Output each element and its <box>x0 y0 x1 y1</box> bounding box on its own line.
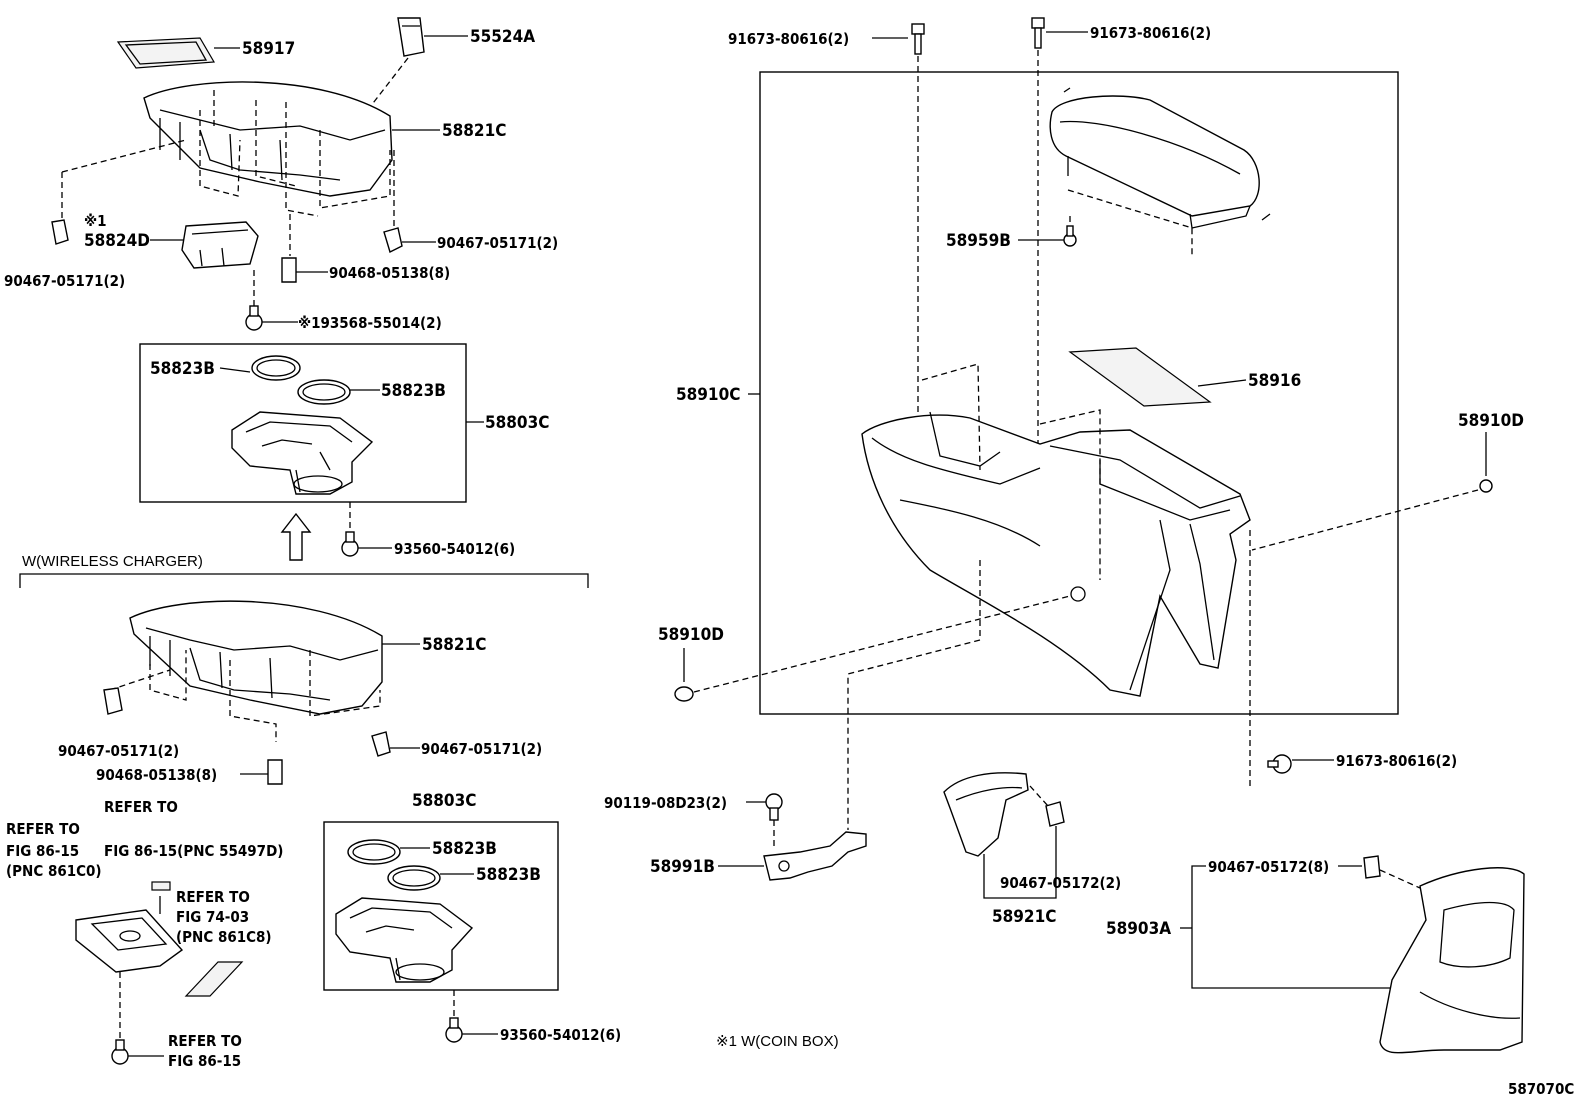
label-58903A: 58903A <box>1106 919 1171 939</box>
frame-58803C-top <box>139 343 467 503</box>
part-cup-holder-assembly-bottom[interactable] <box>335 897 474 983</box>
label-58823B-d: 58823B <box>476 865 541 885</box>
part-58823B-ring-a[interactable] <box>251 355 301 381</box>
label-90467-05171-br: 90467-05171(2) <box>421 740 542 758</box>
part-90119-08D23-screw[interactable] <box>765 793 783 821</box>
refer-b-line2: FIG 86-15(PNC 55497D) <box>104 842 283 860</box>
label-90468-05138-top: 90468-05138(8) <box>329 264 450 282</box>
label-58821C-top: 58821C <box>442 121 506 141</box>
part-58991B-bracket[interactable] <box>763 831 867 881</box>
part-58959B-screw[interactable] <box>1063 225 1077 247</box>
part-58823B-ring-b[interactable] <box>297 379 351 405</box>
label-91673-80616-b: 91673-80616(2) <box>1090 24 1211 42</box>
part-58823B-ring-c[interactable] <box>347 839 401 865</box>
label-58916: 58916 <box>1248 371 1301 391</box>
label-90467-05172-b: 90467-05172(8) <box>1208 858 1329 876</box>
label-90468-05138-bottom: 90468-05138(8) <box>96 766 217 784</box>
note-mark-1: ※1 <box>84 212 107 230</box>
part-90467-05171-bl-clip[interactable] <box>103 687 123 715</box>
refer-d-line2: FIG 86-15 <box>168 1052 241 1070</box>
part-55524A-clip[interactable] <box>397 17 425 57</box>
section-wireless-charger: W(WIRELESS CHARGER) <box>22 553 203 570</box>
label-90467-05171-right: 90467-05171(2) <box>437 234 558 252</box>
part-charger-screw[interactable] <box>111 1039 129 1065</box>
part-58903A-side-panel[interactable] <box>1379 867 1525 1054</box>
label-55524A: 55524A <box>470 27 535 47</box>
refer-c-line2: FIG 74-03 <box>176 908 249 926</box>
part-91673-80616-bolt-b[interactable] <box>1031 17 1045 49</box>
part-58910C-console-box[interactable] <box>861 411 1251 697</box>
part-armrest-lid[interactable] <box>1049 95 1260 229</box>
label-90467-05171-left: 90467-05171(2) <box>4 272 125 290</box>
label-58910D-left: 58910D <box>658 625 724 645</box>
part-93560-54012-screw-bottom[interactable] <box>445 1017 463 1043</box>
frame-58803C-bottom <box>323 821 559 991</box>
part-small-connector[interactable] <box>151 881 171 891</box>
label-58823B-b: 58823B <box>381 381 446 401</box>
part-90468-05138-bottom-clip[interactable] <box>267 759 283 785</box>
part-58824D-coin-box[interactable] <box>181 221 259 269</box>
refer-a-line3: (PNC 861C0) <box>6 862 102 880</box>
part-90468-05138-clip[interactable] <box>281 257 297 283</box>
label-58821C-bottom: 58821C <box>422 635 486 655</box>
refer-c-line1: REFER TO <box>176 888 250 906</box>
refer-a-line1: REFER TO <box>6 820 80 838</box>
part-58917-mat[interactable] <box>116 37 216 69</box>
label-90119-08D23: 90119-08D23(2) <box>604 794 727 812</box>
part-91673-80616-bolt-a[interactable] <box>911 23 925 55</box>
label-58823B-a: 58823B <box>150 359 215 379</box>
part-93568-55014-screw[interactable] <box>245 305 263 331</box>
part-58821C-upper-panel[interactable] <box>143 81 393 197</box>
diagram-code: 587070C <box>1508 1080 1574 1098</box>
refer-c-line3: (PNC 861C8) <box>176 928 272 946</box>
part-58910D-plug-right[interactable] <box>1479 479 1493 493</box>
part-58821C-lower-panel[interactable] <box>129 600 383 715</box>
label-58991B: 58991B <box>650 857 715 877</box>
part-58910D-plug-left[interactable] <box>674 686 694 702</box>
part-90467-05171-br-clip[interactable] <box>371 731 391 757</box>
arrow-up <box>280 512 312 561</box>
part-93560-54012-screw-top[interactable] <box>341 531 359 557</box>
part-90467-05171-left-clip[interactable] <box>51 219 69 245</box>
label-58917: 58917 <box>242 39 295 59</box>
part-58823B-ring-d[interactable] <box>387 865 441 891</box>
label-91673-80616-c: 91673-80616(2) <box>1336 752 1457 770</box>
part-wireless-charger-module[interactable] <box>75 909 184 973</box>
label-58921C: 58921C <box>992 907 1056 927</box>
label-58823B-c: 58823B <box>432 839 497 859</box>
label-58803C-bottom: 58803C <box>412 791 476 811</box>
refer-b-line1: REFER TO <box>104 798 178 816</box>
label-58910C: 58910C <box>676 385 740 405</box>
label-58824D: 58824D <box>84 231 150 251</box>
part-90467-05171-right-clip[interactable] <box>383 227 403 253</box>
label-90467-05171-bl: 90467-05171(2) <box>58 742 179 760</box>
label-58910D-right: 58910D <box>1458 411 1524 431</box>
part-90467-05172-clip-b[interactable] <box>1363 855 1381 879</box>
label-58959B: 58959B <box>946 231 1011 251</box>
part-58916-mat[interactable] <box>1068 347 1212 407</box>
refer-a-line2: FIG 86-15 <box>6 842 79 860</box>
label-93568-55014: ※193568-55014(2) <box>298 314 442 332</box>
label-93560-54012-bottom: 93560-54012(6) <box>500 1026 621 1044</box>
note-coin-box: ※1 W(COIN BOX) <box>716 1033 839 1050</box>
part-58921C-cover[interactable] <box>943 772 1029 857</box>
part-charger-pad-sheet[interactable] <box>184 961 244 997</box>
frame-58910C <box>759 71 1399 715</box>
label-91673-80616-a: 91673-80616(2) <box>728 30 849 48</box>
part-91673-80616-bolt-c[interactable] <box>1267 754 1292 774</box>
label-90467-05172-a: 90467-05172(2) <box>1000 874 1121 892</box>
part-cup-holder-assembly-top[interactable] <box>231 411 374 495</box>
refer-d-line1: REFER TO <box>168 1032 242 1050</box>
label-93560-54012-top: 93560-54012(6) <box>394 540 515 558</box>
part-90467-05172-clip-a[interactable] <box>1045 801 1065 827</box>
label-58803C-top: 58803C <box>485 413 549 433</box>
